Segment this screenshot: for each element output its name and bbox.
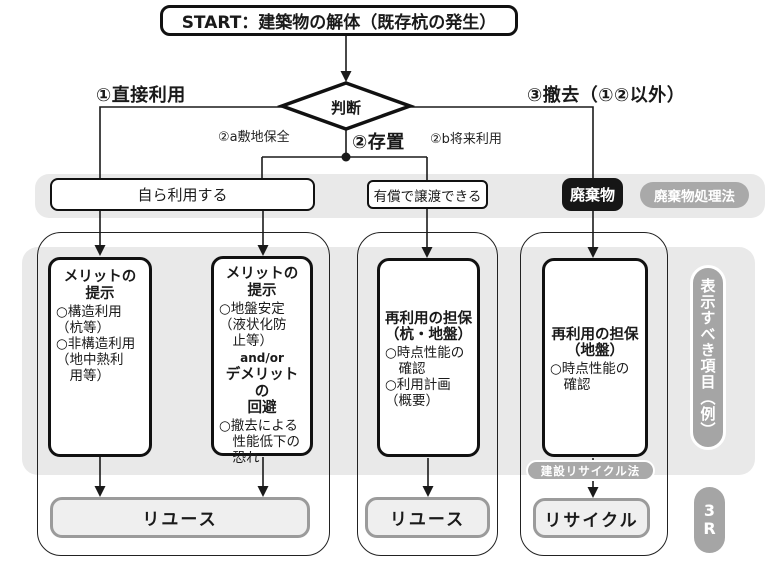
output-box-reuse-2: リユース xyxy=(365,497,490,538)
column-body: ○地盤安定 （液状化防 止等） xyxy=(219,300,287,349)
column-box-merit-preserve: メリットの 提示 ○地盤安定 （液状化防 止等） and/or デメリットの 回… xyxy=(211,256,313,466)
branch-label-removal: ③撤去（①②以外） xyxy=(527,85,686,106)
branch-label-preserve-future: ②b将来利用 xyxy=(430,132,502,147)
output-box-recycle: リサイクル xyxy=(533,498,650,538)
start-label: START：建築物の解体（既存杭の発生） xyxy=(181,13,497,33)
column-box-reuse-guarantee-pile-ground: 再利用の担保 （杭・地盤） ○時点性能の 確認 ○利用計画 （概要） xyxy=(377,258,480,457)
column-body: ○時点性能の 確認 ○利用計画 （概要） xyxy=(385,345,465,410)
output-box-reuse-1: リユース xyxy=(50,497,310,538)
branch-label-preserve: ②存置 xyxy=(352,132,405,153)
and-or-label: and/or xyxy=(240,350,284,365)
branch-label-preserve-site: ②a敷地保全 xyxy=(218,130,290,145)
start-box: START：建築物の解体（既存杭の発生） xyxy=(160,5,518,36)
column-box-merit-direct: メリットの 提示 ○構造利用 （杭等） ○非構造利用 （地中熱利 用等） xyxy=(48,257,152,457)
column-heading: 再利用の担保 （杭・地盤） xyxy=(385,310,472,344)
self-use-box: 自ら利用する xyxy=(50,178,315,211)
transfer-box: 有償で譲渡できる xyxy=(367,180,488,209)
column-heading2: デメリットの 回避 xyxy=(225,366,299,417)
column-body: ○時点性能の 確認 xyxy=(550,361,630,394)
column-heading: メリットの 提示 xyxy=(63,269,137,302)
column-heading: メリットの 提示 xyxy=(225,266,299,299)
waste-law-pill: 廃棄物処理法 xyxy=(640,182,749,208)
display-items-pill: 表示すべき項目（例） xyxy=(690,265,726,450)
three-r-badge: 3 R xyxy=(694,487,725,553)
recycle-law-pill: 建設リサイクル法 xyxy=(526,460,655,481)
column-heading: 再利用の担保 （地盤） xyxy=(551,326,639,360)
column-box-reuse-guarantee-ground: 再利用の担保 （地盤） ○時点性能の 確認 xyxy=(542,258,648,457)
column-body: ○構造利用 （杭等） ○非構造利用 （地中熱利 用等） xyxy=(56,303,136,384)
container-removal xyxy=(520,232,668,556)
column-body2: ○撤去による 性能低下の 恐れ xyxy=(219,418,300,467)
waste-box: 廃棄物 xyxy=(562,178,623,211)
container-direct-use xyxy=(37,232,330,556)
branch-label-direct-use: ①直接利用 xyxy=(96,85,186,106)
junction-dot xyxy=(341,152,351,162)
decision-label: 判断 xyxy=(330,99,361,117)
